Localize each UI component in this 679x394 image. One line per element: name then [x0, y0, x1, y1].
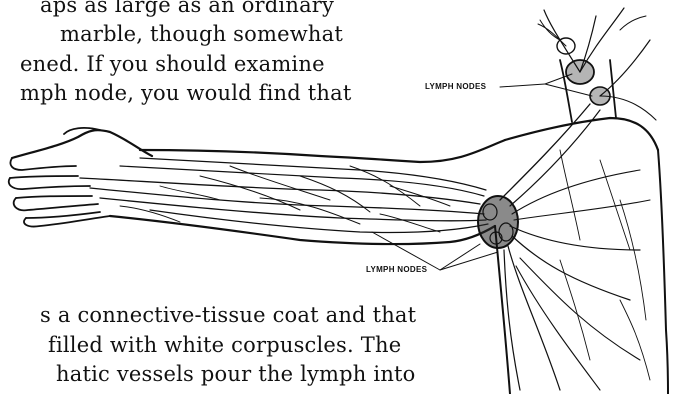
top-text-line-2: marble, though somewhat: [60, 21, 343, 47]
bottom-text-line-3: hatic vessels pour the lymph into: [56, 361, 416, 387]
lymph-nodes-label-upper: LYMPH NODES: [425, 82, 486, 91]
top-text-line-1: aps as large as an ordinary: [40, 0, 334, 18]
lymph-nodes-label-lower: LYMPH NODES: [366, 265, 427, 274]
top-text-line-4: mph node, you would find that: [20, 80, 352, 106]
bottom-text-line-1: s a connective-tissue coat and that: [40, 302, 416, 328]
bottom-text-line-2: filled with white corpuscles. The: [48, 332, 401, 358]
top-text-line-3: ened. If you should examine: [20, 51, 325, 77]
